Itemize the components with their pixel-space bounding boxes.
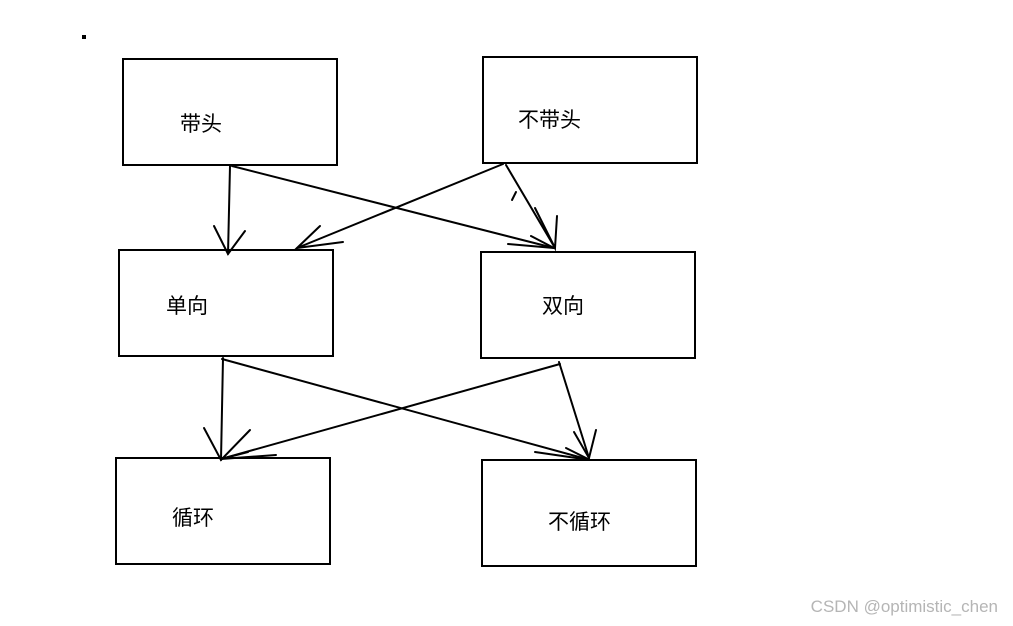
- arrow-without-head-to-doubly: [505, 164, 558, 252]
- node-non-circular: [481, 459, 697, 567]
- arrow-doubly-to-circular: [220, 363, 561, 460]
- arrow-singly-to-circular: [203, 357, 251, 462]
- node-singly: [118, 249, 334, 357]
- node-doubly: [480, 251, 696, 359]
- node-circular: [115, 457, 331, 565]
- watermark: CSDN @optimistic_chen: [810, 597, 998, 616]
- node-singly-label: 单向: [166, 294, 208, 318]
- arrow-without-head-to-singly: [294, 163, 504, 250]
- arrow-doubly-to-non-circular: [558, 361, 597, 461]
- node-without-head: [482, 56, 698, 164]
- arrow-with-head-to-singly: [213, 165, 246, 256]
- node-with-head: [122, 58, 338, 166]
- node-circular-label: 循环: [172, 506, 214, 530]
- node-non-circular-label: 不循环: [548, 510, 611, 534]
- node-doubly-label: 双向: [542, 294, 584, 318]
- stray-dot-top-left: [82, 35, 86, 39]
- arrow-with-head-to-doubly: [231, 165, 555, 249]
- node-with-head-label: 带头: [180, 112, 222, 136]
- node-without-head-label: 不带头: [518, 108, 581, 132]
- arrow-singly-to-non-circular: [221, 358, 591, 461]
